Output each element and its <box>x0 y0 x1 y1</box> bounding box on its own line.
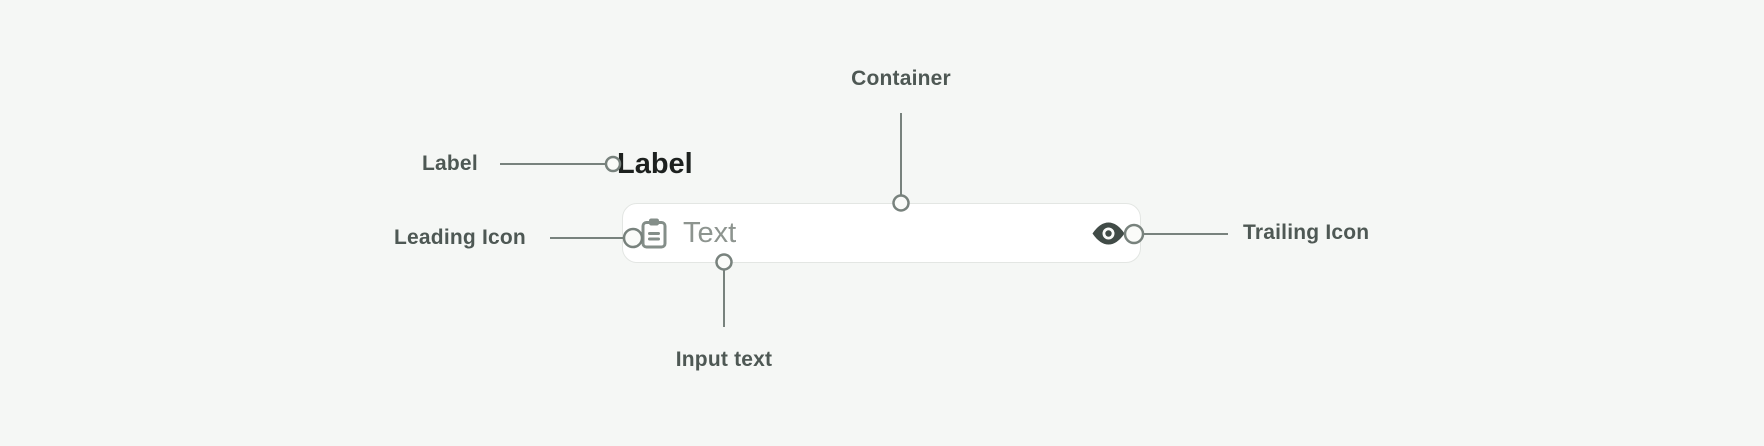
annotation-leading-icon: Leading Icon <box>394 226 526 249</box>
annotation-container: Container <box>851 67 951 90</box>
annotation-label: Label <box>422 152 478 175</box>
annotation-trailing-icon: Trailing Icon <box>1243 221 1370 244</box>
text-input[interactable] <box>683 216 1080 250</box>
clipboard-icon <box>641 218 667 249</box>
input-field-label: Label <box>617 148 693 180</box>
eye-icon[interactable] <box>1092 222 1125 245</box>
annotation-input-text: Input text <box>675 348 773 371</box>
input-container[interactable] <box>622 203 1141 263</box>
